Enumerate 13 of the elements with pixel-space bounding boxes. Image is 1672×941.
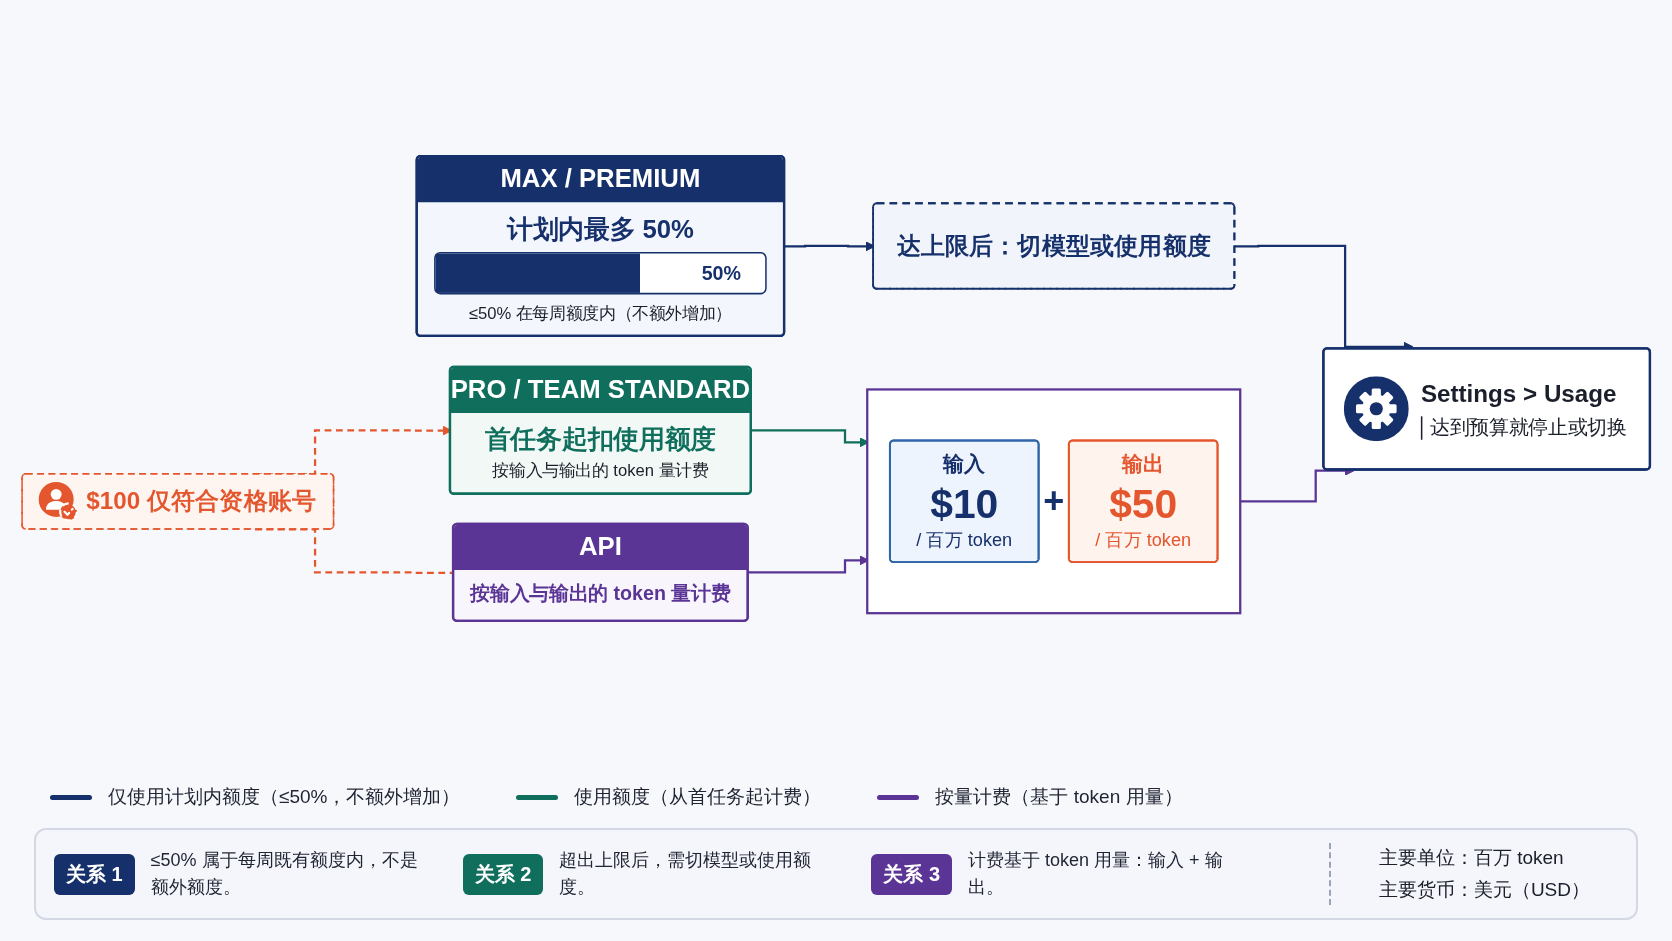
relation-tag: 关系 3 — [871, 853, 953, 895]
note-text: 主要货币：美元（USD） — [1378, 878, 1590, 902]
legend-text: 仅使用计划内额度（≤50%，不额外增加） — [108, 785, 461, 809]
note-text: 主要单位：百万 token — [1378, 846, 1565, 870]
relation-tag: 关系 1 — [54, 853, 135, 895]
legend-text: 按量计费（基于 token 用量） — [935, 785, 1183, 809]
legend-text: 使用额度（从首任务起计费） — [574, 785, 822, 809]
note-text: 超出上限后，需切模型或使用额度。 — [559, 849, 813, 899]
cluster — [866, 387, 1242, 614]
relation-tag: 关系 2 — [462, 853, 544, 895]
note-text: ≤50% 属于每周既有额度内，不是额外额度。 — [150, 849, 419, 899]
note-text: 计费基于 token 用量：输入 + 输出。 — [968, 849, 1224, 899]
plus-sign: + — [1043, 482, 1065, 519]
